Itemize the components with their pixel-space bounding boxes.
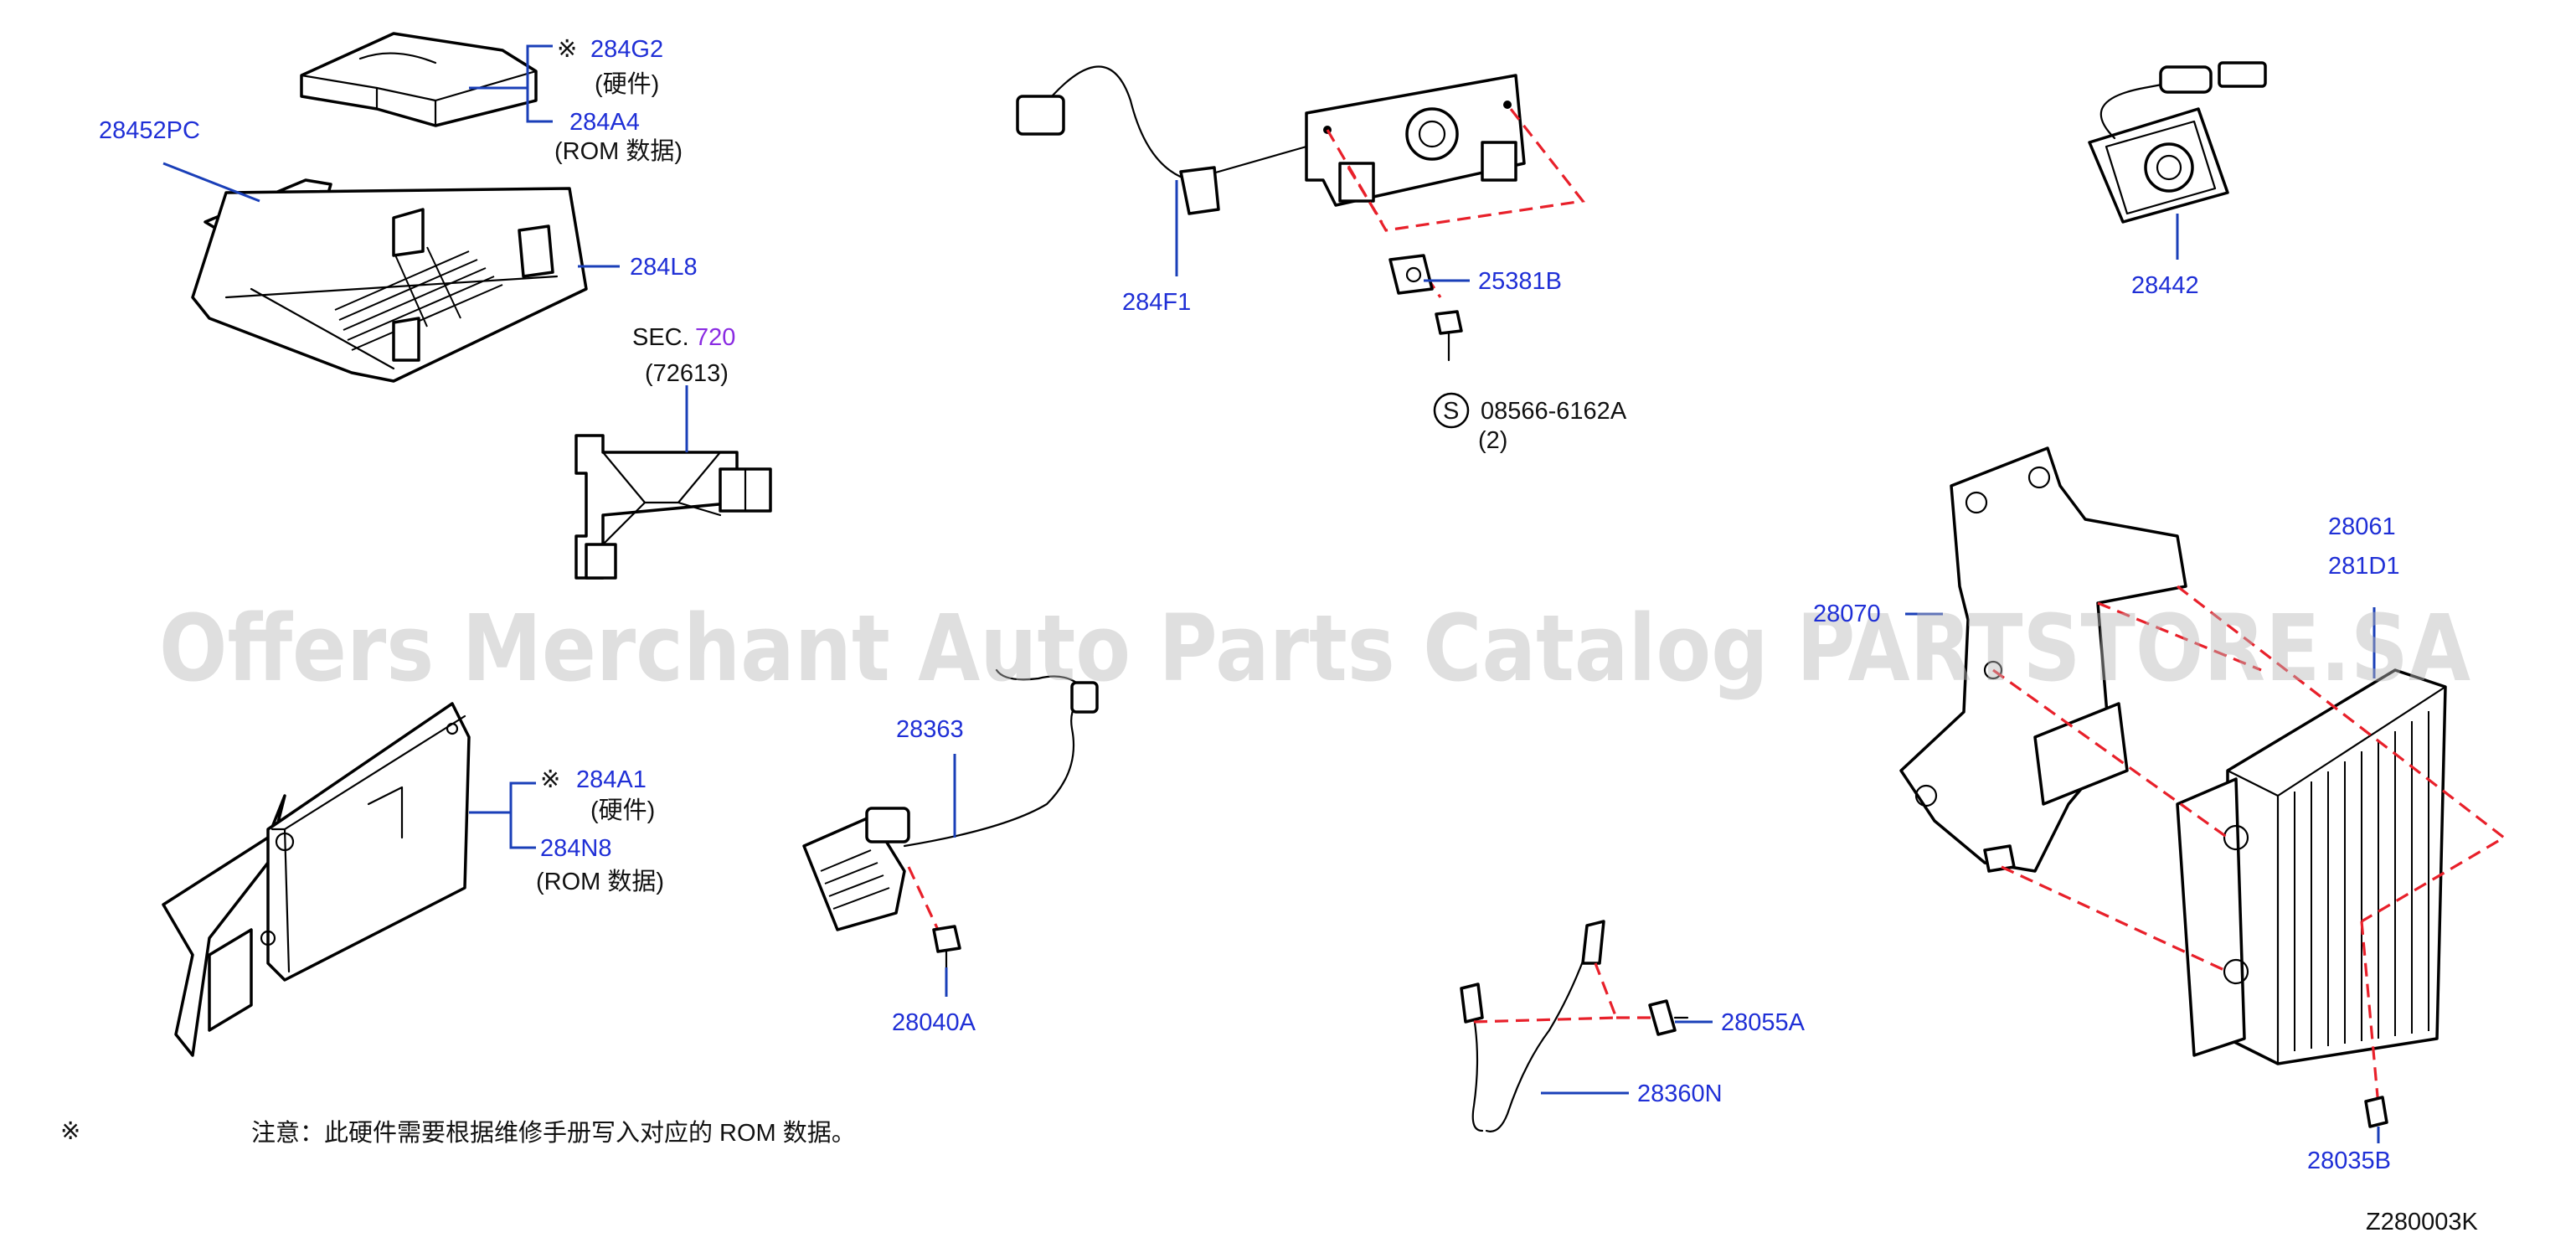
note-symbol: ※ bbox=[60, 1118, 80, 1145]
part-number-label: 284A4 bbox=[569, 109, 640, 136]
assembly-line bbox=[2097, 601, 2262, 672]
assembly-line bbox=[2360, 921, 2380, 1106]
part-note-label: (硬件) bbox=[590, 797, 655, 824]
part-28035B-clip[interactable] bbox=[2364, 1096, 2388, 1128]
callout-284L8[interactable]: 284L8 bbox=[630, 254, 698, 281]
callout-28070[interactable]: 28070 bbox=[1813, 601, 1881, 627]
callout-28442[interactable]: 28442 bbox=[2131, 272, 2199, 299]
part-284L8-bracket[interactable] bbox=[191, 187, 588, 383]
part-28360N-ground-strap[interactable] bbox=[1460, 920, 1605, 1132]
standard-part-symbol: S bbox=[1443, 398, 1459, 425]
part-number-label: 284A1 bbox=[576, 766, 647, 793]
part-28040A-screw[interactable] bbox=[932, 925, 961, 969]
callout-28452PC[interactable]: 28452PC bbox=[99, 117, 200, 144]
callout-28360N[interactable]: 28360N bbox=[1637, 1081, 1723, 1107]
assembly-line bbox=[1992, 668, 2228, 839]
callout-28363[interactable]: 28363 bbox=[896, 716, 964, 743]
assembly-line bbox=[1326, 104, 1585, 232]
callout-284G2[interactable]: ※ 284G2 (硬件) bbox=[557, 36, 663, 98]
part-number-label: 284G2 bbox=[590, 36, 663, 63]
part-284G2-ecu-unit[interactable] bbox=[300, 32, 538, 127]
callout-284N8[interactable]: 284N8 (ROM 数据) bbox=[536, 835, 664, 895]
assembly-line bbox=[2177, 585, 2506, 923]
callout-28040A[interactable]: 28040A bbox=[892, 1009, 976, 1036]
section-sub-label: (72613) bbox=[645, 360, 729, 387]
callout-sec720[interactable]: SEC. 720 (72613) bbox=[632, 324, 735, 387]
assembly-line bbox=[1347, 167, 1383, 223]
quantity-label: (2) bbox=[1478, 427, 1507, 454]
part-28363-antenna[interactable] bbox=[802, 668, 1099, 931]
callout-25381B[interactable]: 25381B bbox=[1478, 268, 1562, 295]
part-note-label: (ROM 数据) bbox=[536, 868, 664, 895]
standard-part-circle-icon bbox=[1433, 392, 1470, 429]
part-sec720-bracket[interactable] bbox=[574, 434, 772, 580]
callout-28061[interactable]: 28061 bbox=[2328, 513, 2396, 540]
rom-required-mark: ※ bbox=[540, 766, 560, 793]
part-25381B-clip[interactable] bbox=[1388, 254, 1434, 295]
part-28070-bracket[interactable] bbox=[1899, 446, 2187, 873]
part-284A1-ecu-unit[interactable] bbox=[162, 702, 471, 1057]
part-284F1-harness[interactable] bbox=[1016, 65, 1526, 215]
part-note-label: (ROM 数据) bbox=[554, 137, 683, 165]
note-text: 注意：此硬件需要根据维修手册写入对应的 ROM 数据。 bbox=[251, 1119, 856, 1147]
callout-284F1[interactable]: 284F1 bbox=[1122, 289, 1191, 316]
part-note-label: (硬件) bbox=[595, 70, 659, 98]
callout-28055A[interactable]: 28055A bbox=[1721, 1009, 1806, 1036]
section-number-link[interactable]: 720 bbox=[695, 324, 735, 351]
watermark: Offers Merchant Auto Parts Catalog PARTS… bbox=[159, 595, 2470, 702]
callout-08566-6162A[interactable]: S 08566-6162A (2) bbox=[1433, 392, 1627, 454]
callout-284A1[interactable]: ※ 284A1 (硬件) bbox=[540, 766, 655, 824]
part-08566-screw[interactable] bbox=[1435, 310, 1463, 362]
part-28055A-bolt[interactable] bbox=[1648, 999, 1689, 1036]
callout-284A4[interactable]: 284A4 (ROM 数据) bbox=[554, 109, 683, 165]
callout-281D1[interactable]: 281D1 bbox=[2328, 553, 2399, 580]
part-28442-camera[interactable] bbox=[2088, 61, 2267, 224]
assembly-line bbox=[907, 866, 940, 931]
part-28061-amplifier[interactable] bbox=[2176, 668, 2447, 1065]
section-prefix-label: SEC. bbox=[632, 324, 689, 351]
part-number-label: 08566-6162A bbox=[1481, 398, 1627, 425]
footer-note: ※ 注意：此硬件需要根据维修手册写入对应的 ROM 数据。 bbox=[60, 1118, 856, 1147]
callout-28035B[interactable]: 28035B bbox=[2307, 1148, 2391, 1174]
assembly-line bbox=[1473, 962, 1619, 1024]
rom-required-mark: ※ bbox=[557, 36, 577, 63]
part-number-label: 284N8 bbox=[540, 835, 611, 862]
diagram-code: Z280003K bbox=[2366, 1209, 2478, 1235]
leader-lines bbox=[162, 44, 2380, 1143]
